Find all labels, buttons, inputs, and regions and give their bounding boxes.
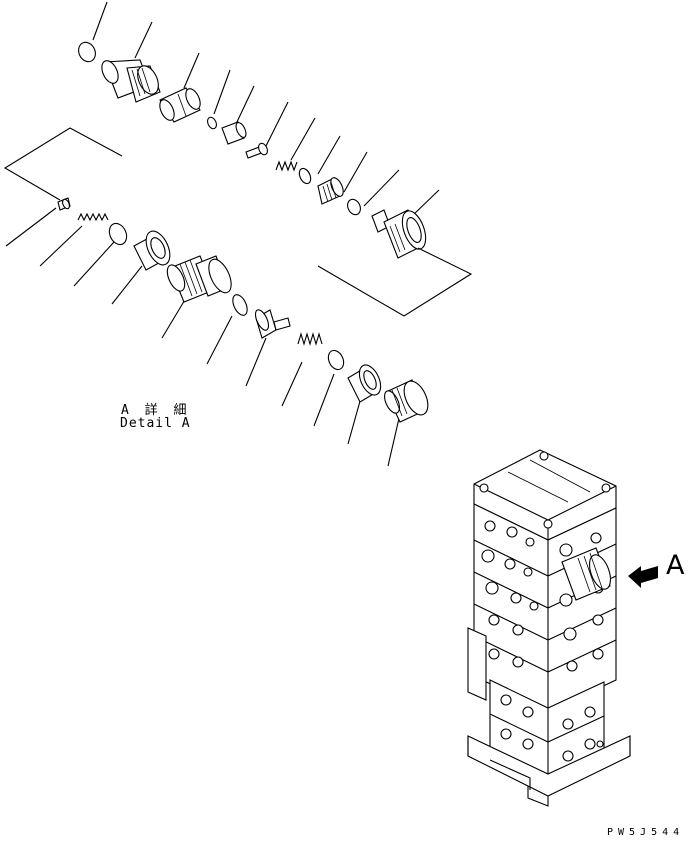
detail-a-bracket xyxy=(3,127,123,201)
stopper-bolt xyxy=(245,142,268,159)
o-ring xyxy=(78,41,96,63)
valve-sleeve xyxy=(166,255,232,303)
spool xyxy=(159,87,201,123)
o-ring xyxy=(327,349,345,371)
detail-a-label-jp: A 詳 細 xyxy=(121,403,191,418)
view-letter-label: A xyxy=(666,550,685,581)
top-parts-row xyxy=(78,1,473,317)
small-o-ring xyxy=(207,116,217,130)
detail-a-parts xyxy=(3,127,429,467)
view-arrow-icon xyxy=(628,566,658,588)
detail-a-label-en: Detail A xyxy=(120,416,191,431)
pilot-spring xyxy=(77,212,109,222)
o-ring xyxy=(347,198,361,216)
highlighted-spool xyxy=(561,547,612,601)
end-plug xyxy=(384,379,429,423)
lock-nut xyxy=(133,230,171,271)
poppet-spring xyxy=(297,332,323,346)
spring xyxy=(275,160,298,172)
leader-lines-detail xyxy=(5,207,401,467)
backup-ring xyxy=(298,167,312,185)
leader-lines-top xyxy=(92,1,440,217)
pin xyxy=(57,197,71,211)
spool-cap xyxy=(371,209,427,259)
drawing-code: PW5J544 xyxy=(607,827,685,838)
retainer xyxy=(221,121,247,145)
control-valve-assembly xyxy=(467,449,631,807)
plug xyxy=(317,177,344,205)
adjust-nut xyxy=(347,364,382,403)
detail-bracket xyxy=(317,247,473,317)
poppet xyxy=(254,309,291,339)
o-ring xyxy=(108,222,128,246)
spool-sleeve xyxy=(101,59,161,103)
snap-ring xyxy=(232,294,248,316)
